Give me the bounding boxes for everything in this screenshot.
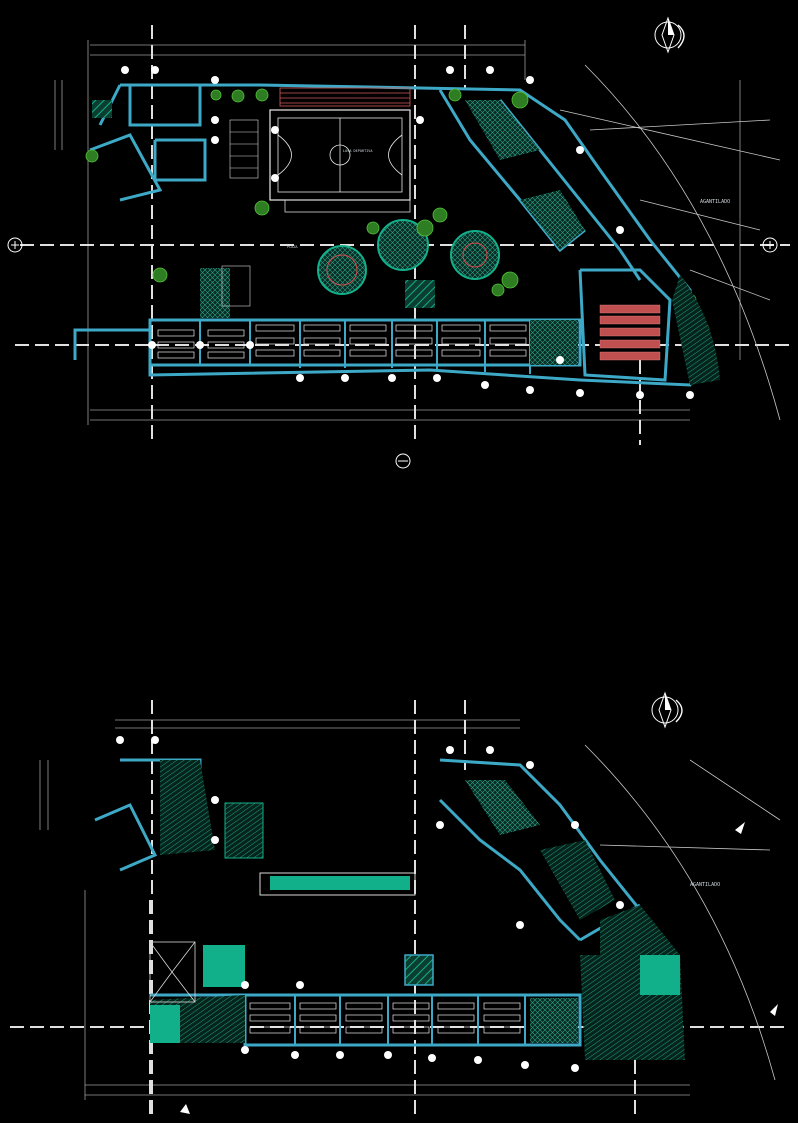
section-marker-icon: [7, 237, 23, 253]
section-marker-icon: [395, 453, 411, 469]
upper-site-boundary: [559, 64, 781, 421]
court-label: LOSA DEPORTIVA: [343, 149, 373, 153]
lower-site-boundary: [584, 744, 781, 1081]
lower-street-label: AGANTILADO: [690, 882, 720, 888]
section-marker-icon: [770, 1004, 778, 1016]
upper-stairs: [221, 119, 259, 307]
plaza-label: PLAZA: [287, 245, 298, 249]
lower-grid-bubbles: [116, 736, 624, 1072]
upper-dimension-lines: [54, 40, 741, 425]
lower-section-markers: [180, 822, 778, 1114]
lower-classroom-partitions: [294, 995, 526, 1045]
upper-classroom-furniture: [157, 324, 527, 359]
upper-grid-axes: [15, 25, 790, 445]
lower-classroom-furniture: [249, 1002, 521, 1034]
upper-sports-court: LOSA DEPORTIVA: [269, 109, 411, 201]
lower-north-arrow-icon: [651, 691, 683, 729]
lower-hip-roof: [149, 941, 196, 1003]
north-arrow-icon: [654, 16, 685, 54]
upper-grid-bubbles: [121, 66, 694, 399]
upper-plaza-planters: [317, 219, 500, 295]
section-marker-icon: [180, 1104, 190, 1114]
upper-section-markers: [7, 237, 778, 469]
upper-hatched-areas: [92, 100, 585, 365]
section-marker-icon: [735, 822, 745, 834]
upper-bleachers: [279, 87, 411, 213]
section-marker-icon: [762, 237, 778, 253]
upper-floor-plan: AGANTILADO: [7, 16, 790, 469]
upper-building-walls: [73, 83, 702, 387]
upper-street-label: AGANTILADO: [700, 199, 730, 205]
lower-floor-plan: AGANTILADO: [10, 691, 790, 1115]
upper-garden-strip: [672, 275, 720, 385]
upper-auditorium-seats: [599, 304, 661, 361]
lower-dimension-lines: [39, 719, 690, 1100]
lower-roof-slabs: [150, 760, 685, 1060]
